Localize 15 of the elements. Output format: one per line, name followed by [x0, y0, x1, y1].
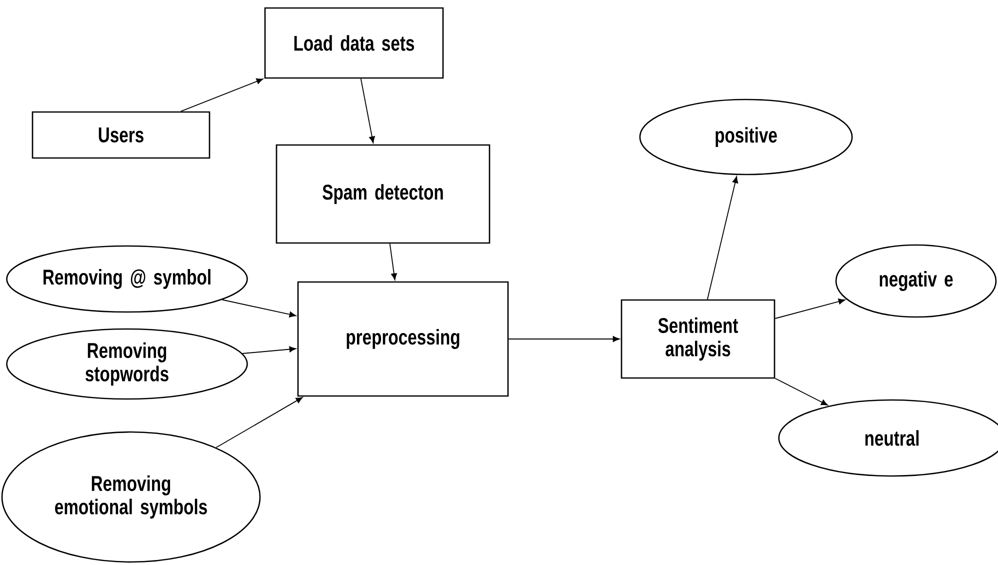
process-box: Users: [32, 111, 210, 159]
arrow: [180, 78, 264, 112]
arrow: [508, 336, 620, 342]
process-box: Spam detecton: [276, 144, 490, 244]
arrow: [242, 346, 296, 354]
arrow: [774, 298, 846, 319]
process-box: Sentiment analysis: [620, 299, 776, 379]
arrow: [360, 78, 375, 144]
arrow: [706, 176, 738, 300]
arrow: [774, 378, 828, 406]
arrow: [389, 243, 397, 280]
process-box: Load data sets: [264, 7, 444, 79]
arrow: [222, 299, 296, 318]
arrow: [216, 397, 303, 448]
process-box: preprocessing: [297, 281, 509, 397]
